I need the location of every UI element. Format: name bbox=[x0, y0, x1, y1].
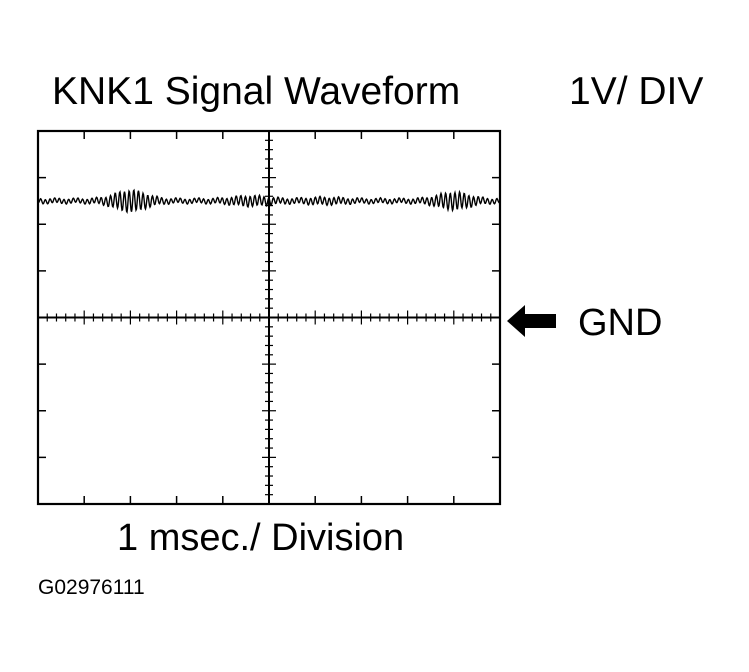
graticule-axes bbox=[38, 131, 500, 504]
diagram-title: KNK1 Signal Waveform bbox=[52, 70, 461, 113]
gnd-label: GND bbox=[578, 302, 663, 344]
gnd-arrow-icon bbox=[507, 305, 556, 337]
figure-id: G02976111 bbox=[38, 576, 145, 599]
knock-signal-waveform bbox=[37, 188, 501, 215]
time-scale-label: 1 msec./ Division bbox=[117, 517, 405, 559]
vertical-scale-label: 1V/ DIV bbox=[569, 70, 704, 113]
scope-frame bbox=[36, 129, 502, 506]
